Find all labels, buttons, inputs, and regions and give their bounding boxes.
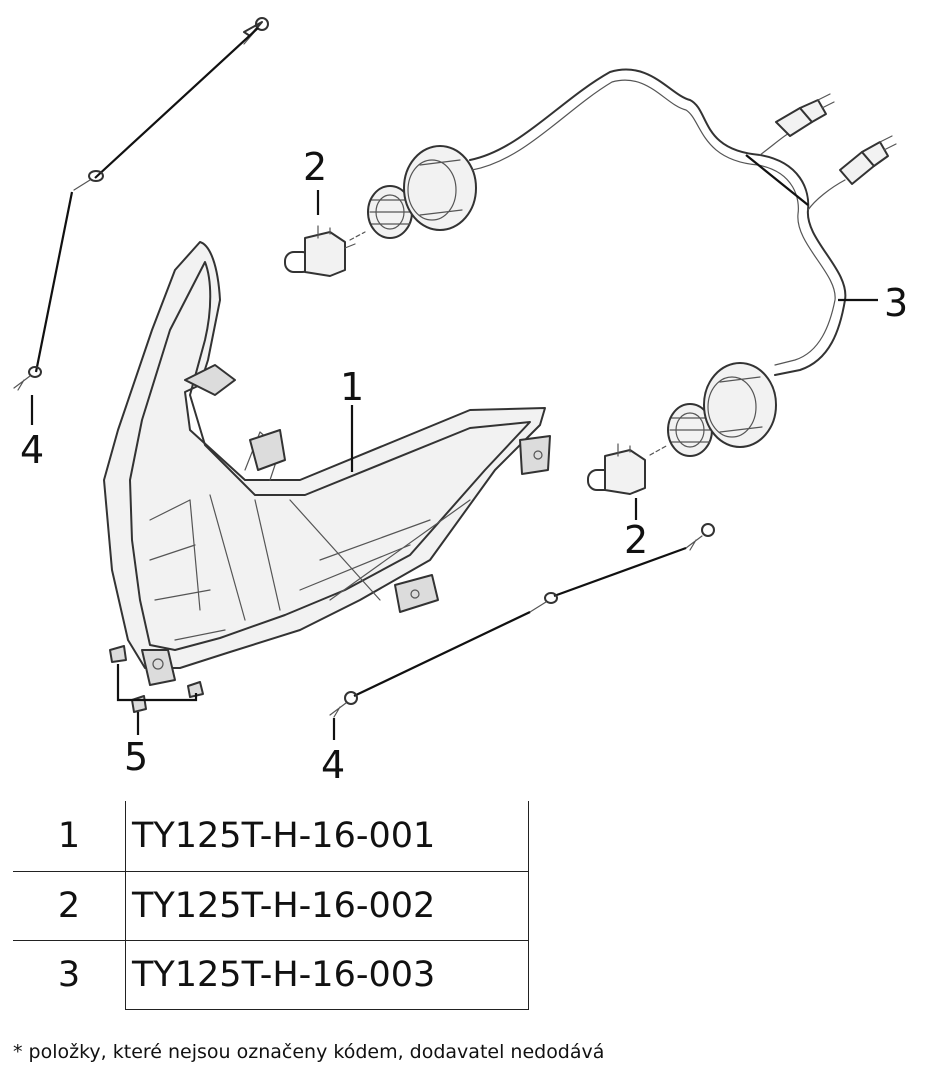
callout-4-right: 4: [321, 743, 345, 787]
part-code: TY125T-H-16-002: [125, 871, 529, 941]
table-row: 3 TY125T-H-16-003: [13, 940, 529, 1010]
part-code: TY125T-H-16-001: [125, 801, 529, 872]
callout-4-left: 4: [20, 428, 44, 472]
bulb-upper-assembly: [284, 145, 477, 277]
headlight-housing: [103, 241, 551, 686]
exploded-parts-diagram: 4 1 5: [13, 17, 908, 787]
screw-left-assembly: [13, 17, 269, 425]
callout-3: 3: [884, 281, 908, 325]
part-code: TY125T-H-16-003: [125, 940, 529, 1010]
part-number: 1: [13, 801, 126, 872]
table-row: 1 TY125T-H-16-001: [13, 801, 529, 872]
bulb-lower-assembly: [587, 362, 777, 520]
part-number: 3: [13, 940, 126, 1010]
parts-table: 1 TY125T-H-16-001 2 TY125T-H-16-002 3 TY…: [13, 801, 529, 1010]
callout-5: 5: [124, 735, 148, 779]
part-number: 2: [13, 871, 126, 941]
screw-right-assembly: [329, 523, 715, 740]
nut-clips-assembly: [109, 645, 204, 735]
callout-2-lower: 2: [624, 518, 648, 562]
callout-1: 1: [340, 365, 364, 409]
wiring-harness: [469, 68, 897, 376]
footnote: * položky, které nejsou označeny kódem, …: [13, 1041, 605, 1063]
callout-2-upper: 2: [303, 145, 327, 189]
table-row: 2 TY125T-H-16-002: [13, 871, 529, 941]
